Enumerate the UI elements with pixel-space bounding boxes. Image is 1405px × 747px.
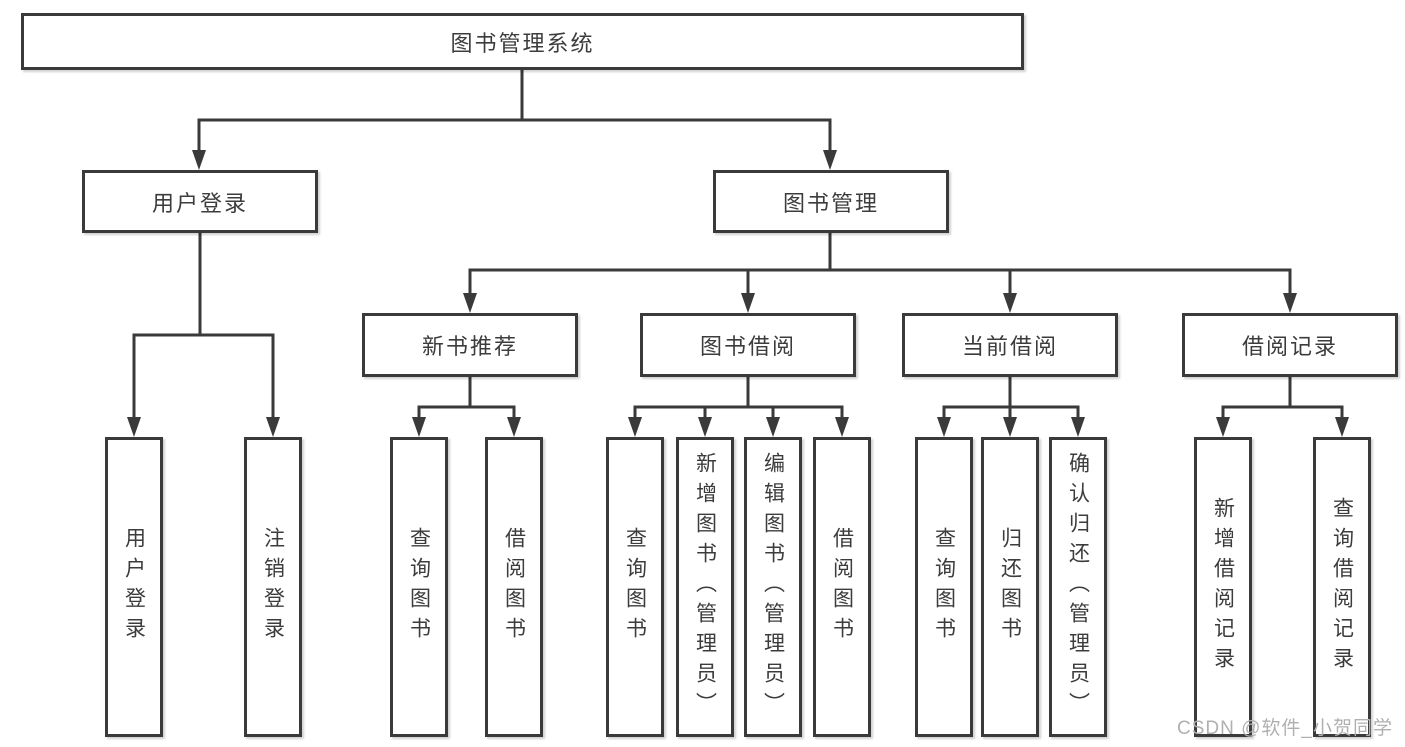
- leaf-add-books-admin: 新增图书（管理员）: [676, 437, 734, 737]
- leaf-user-login: 用户登录: [105, 437, 163, 737]
- node-borrow-records-label: 借阅记录: [1241, 334, 1338, 359]
- node-current-borrowing-label: 当前借阅: [961, 334, 1058, 359]
- leaf-query-borrow-record-label: 查询借阅记录: [1330, 497, 1354, 677]
- leaf-confirm-return-admin-label: 确认归还（管理员）: [1066, 452, 1090, 722]
- leaf-borrowing-borrow-books-label: 借阅图书: [830, 527, 854, 647]
- leaf-newbooks-borrow-books-label: 借阅图书: [502, 527, 526, 647]
- leaf-logout: 注销登录: [244, 437, 302, 737]
- node-root: 图书管理系统: [21, 13, 1024, 70]
- node-book-management: 图书管理: [713, 170, 949, 233]
- leaf-return-books-label: 归还图书: [998, 527, 1022, 647]
- leaf-borrowing-query-books-label: 查询图书: [623, 527, 647, 647]
- watermark: CSDN @软件_小贺同学: [1177, 718, 1393, 739]
- leaf-logout-label: 注销登录: [261, 527, 285, 647]
- node-new-book-recommend-label: 新书推荐: [421, 334, 518, 359]
- node-book-management-label: 图书管理: [782, 190, 879, 216]
- leaf-edit-books-admin-label: 编辑图书（管理员）: [761, 452, 785, 722]
- leaf-newbooks-query-books: 查询图书: [390, 437, 448, 737]
- node-borrow-records: 借阅记录: [1182, 313, 1398, 377]
- leaf-confirm-return-admin: 确认归还（管理员）: [1049, 437, 1107, 737]
- leaf-edit-books-admin: 编辑图书（管理员）: [744, 437, 802, 737]
- leaf-borrowing-query-books: 查询图书: [606, 437, 664, 737]
- leaf-borrowing-borrow-books: 借阅图书: [813, 437, 871, 737]
- node-user-login: 用户登录: [82, 170, 318, 233]
- node-root-label: 图书管理系统: [450, 30, 595, 56]
- leaf-return-books: 归还图书: [981, 437, 1039, 737]
- node-user-login-label: 用户登录: [151, 190, 248, 216]
- node-current-borrowing: 当前借阅: [902, 313, 1118, 377]
- leaf-user-login-label: 用户登录: [122, 527, 146, 647]
- leaf-current-query-books: 查询图书: [915, 437, 973, 737]
- leaf-query-borrow-record: 查询借阅记录: [1313, 437, 1371, 737]
- leaf-newbooks-query-books-label: 查询图书: [407, 527, 431, 647]
- node-book-borrowing: 图书借阅: [640, 313, 856, 377]
- leaf-add-borrow-record-label: 新增借阅记录: [1211, 497, 1235, 677]
- leaf-current-query-books-label: 查询图书: [932, 527, 956, 647]
- leaf-add-books-admin-label: 新增图书（管理员）: [693, 452, 717, 722]
- leaf-newbooks-borrow-books: 借阅图书: [485, 437, 543, 737]
- node-book-borrowing-label: 图书借阅: [699, 334, 796, 359]
- leaf-add-borrow-record: 新增借阅记录: [1194, 437, 1252, 737]
- node-new-book-recommend: 新书推荐: [362, 313, 578, 377]
